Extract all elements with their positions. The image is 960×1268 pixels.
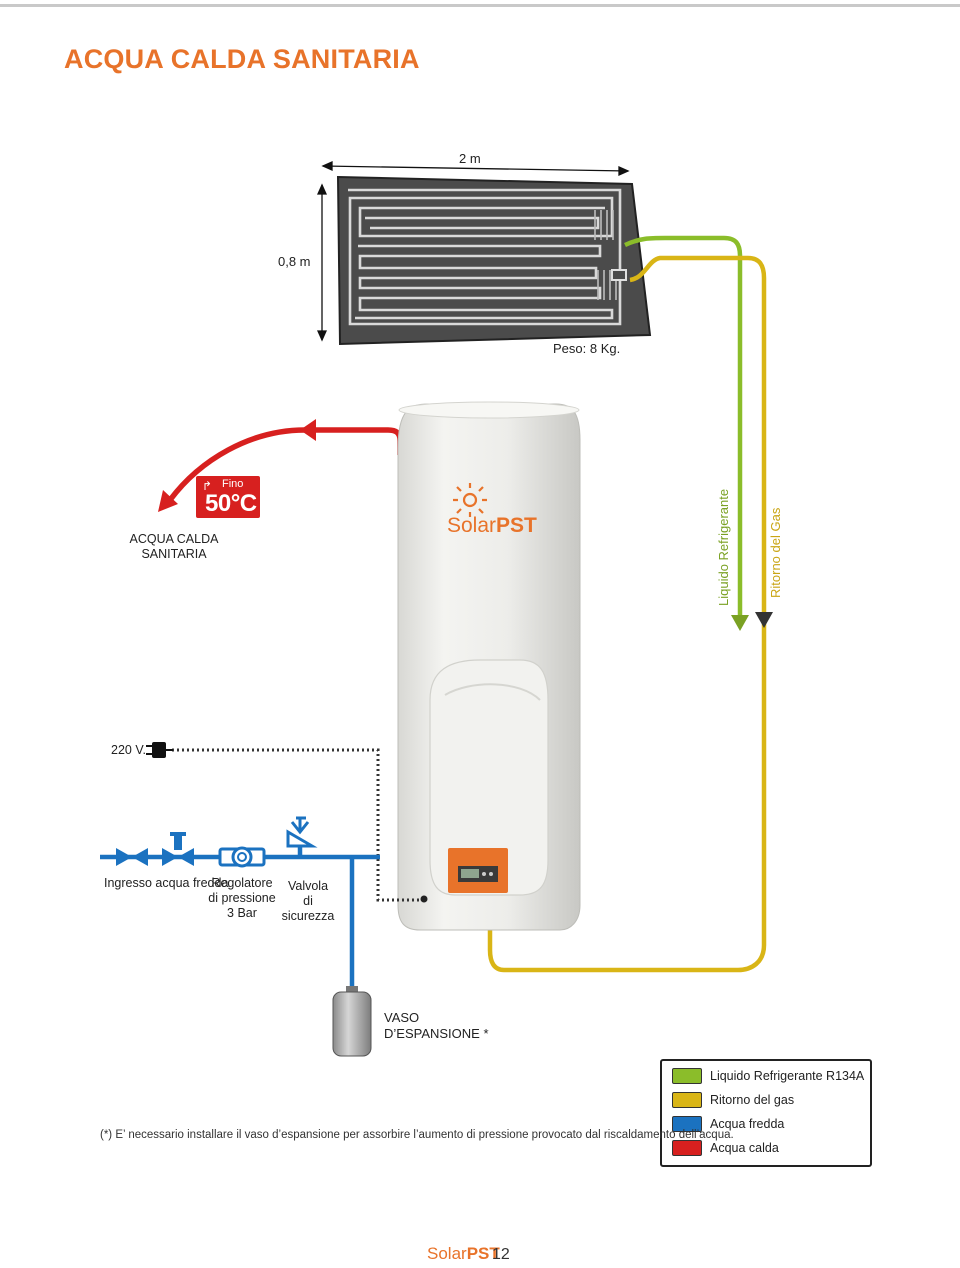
- expansion-vessel-label: VASO D’ESPANSIONE *: [384, 1010, 489, 1041]
- hot-water-label-line1: ACQUA CALDA: [129, 532, 219, 546]
- gas-return-arrow: [755, 612, 773, 628]
- valve-line3: sicurezza: [281, 909, 335, 923]
- badge-top-label: Fino: [222, 478, 244, 490]
- pressure-regulator-icon: [218, 846, 266, 868]
- legend-swatch: [672, 1092, 702, 1108]
- footer-brand-logo: SolarPST: [427, 1244, 500, 1264]
- power-cable: [172, 748, 420, 902]
- regulator-line2: di pressione: [208, 891, 276, 905]
- plug-icon: [146, 742, 173, 758]
- legend-item-gas: [672, 1091, 702, 1109]
- stop-valve-icon: [116, 848, 148, 866]
- tank-brand-logo: SolarPST: [447, 514, 537, 538]
- filter-valve-icon: [162, 832, 194, 866]
- temperature-badge: ↱ Fino 50°C: [196, 476, 260, 518]
- legend-swatch: [672, 1068, 702, 1084]
- power-label: 220 V.: [111, 743, 146, 757]
- hot-water-label: ACQUA CALDA SANITARIA: [126, 532, 222, 562]
- cold-water-inlet-label: Ingresso acqua fredda: [104, 876, 229, 890]
- page-number: 12: [492, 1246, 510, 1263]
- hot-water-label-line2: SANITARIA: [141, 547, 207, 561]
- legend-item-hot: [672, 1139, 702, 1157]
- legend-label-hot: Acqua calda: [710, 1141, 779, 1155]
- expansion-line2: D’ESPANSIONE *: [384, 1025, 489, 1041]
- regulator-line1: Regolatore: [211, 876, 273, 890]
- legend-item-refrigerant: [672, 1067, 702, 1085]
- footnote: (*) E’ necessario installare il vaso d’e…: [100, 1129, 734, 1141]
- dimension-lines: [316, 160, 630, 342]
- water-heater-tank: [397, 401, 581, 931]
- badge-temperature: 50°C: [205, 490, 257, 517]
- curved-arrow-icon: ↱: [202, 479, 213, 493]
- footer-brand-solar: Solar: [427, 1244, 467, 1263]
- panel-weight-label: Peso: 8 Kg.: [553, 341, 621, 356]
- valve-line2: di: [303, 894, 313, 908]
- legend-label-gas: Ritorno del gas: [710, 1093, 795, 1107]
- expansion-line1: VASO: [384, 1010, 420, 1025]
- safety-valve-icon: [286, 816, 318, 848]
- page-title: ACQUA CALDA SANITARIA: [64, 44, 420, 74]
- legend-label-cold: Acqua fredda: [710, 1117, 785, 1131]
- refrigerant-arrow: [731, 615, 749, 631]
- regulator-line3: 3 Bar: [227, 906, 257, 920]
- gas-return-line-label: Ritorno del Gas: [768, 507, 783, 598]
- refrigerant-line-label: Liquido Refrigerante: [716, 488, 731, 606]
- panel-height-label: 0,8 m: [278, 254, 311, 269]
- legend: Liquido Refrigerante R134A Ritorno del g…: [660, 1059, 872, 1167]
- expansion-vessel: [332, 986, 372, 1057]
- legend-swatch: [672, 1140, 702, 1156]
- legend-label-refrigerant: Liquido Refrigerante R134A: [710, 1069, 865, 1083]
- safety-valve-label: Valvola di sicurezza: [276, 879, 340, 924]
- pressure-regulator-label: Regolatore di pressione 3 Bar: [206, 876, 278, 921]
- panel-width-label: 2 m: [459, 151, 481, 166]
- valve-line1: Valvola: [287, 879, 329, 893]
- gas-return-line: [487, 255, 767, 973]
- refrigerant-line: [624, 235, 743, 615]
- sun-icon: [453, 483, 487, 517]
- solar-panel: [336, 175, 652, 346]
- top-rule: [0, 4, 960, 7]
- hot-water-line: [158, 419, 403, 512]
- footer-brand-pst: PST: [466, 1244, 500, 1263]
- brand-solar: Solar: [447, 514, 497, 537]
- legend-item-cold: [672, 1115, 702, 1133]
- legend-swatch: [672, 1116, 702, 1132]
- brand-pst: PST: [496, 514, 537, 537]
